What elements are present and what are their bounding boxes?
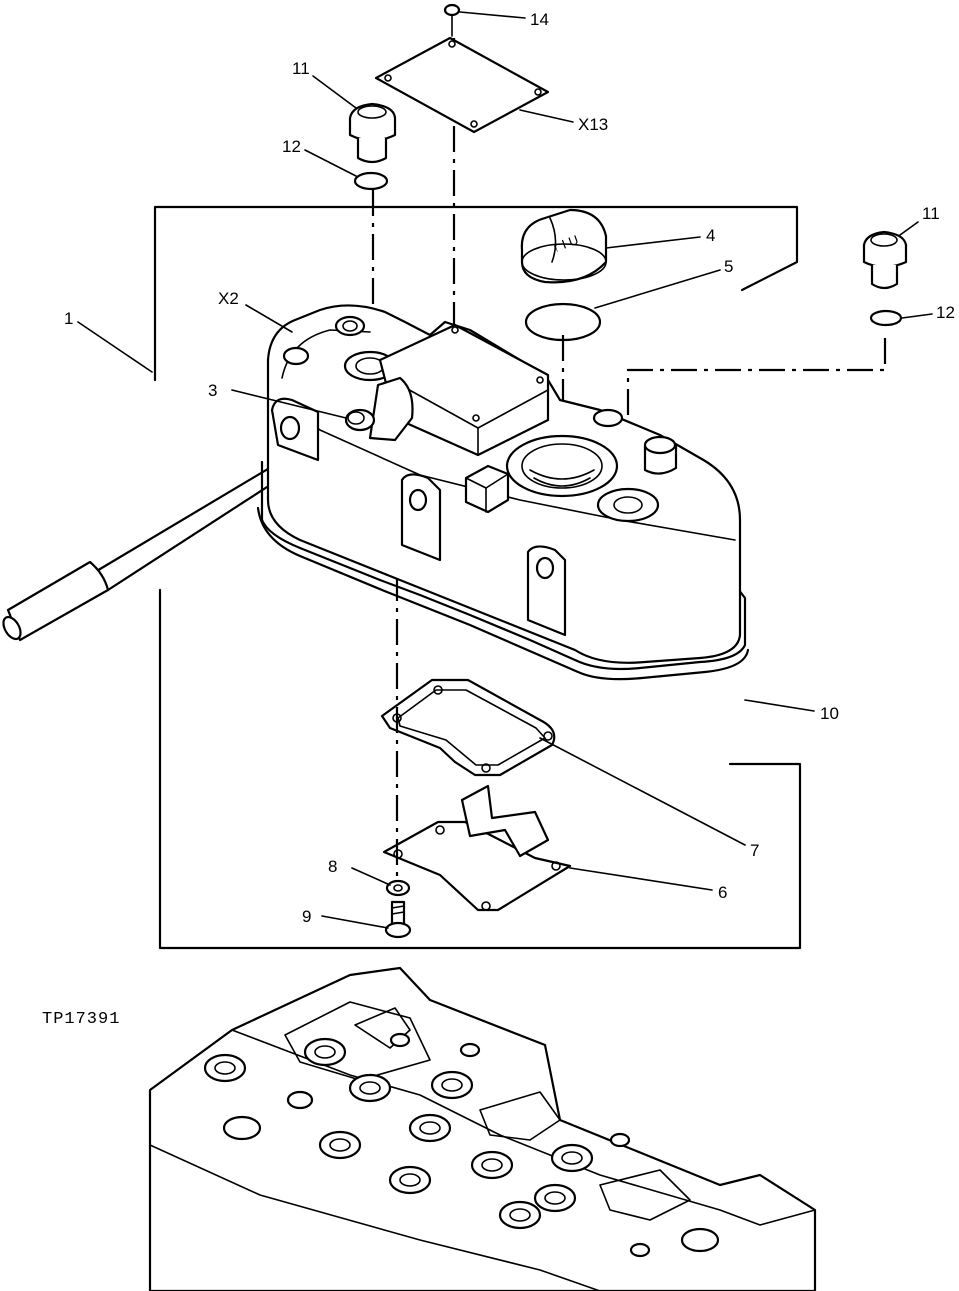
o-ring-5 bbox=[524, 302, 602, 342]
leader-lines bbox=[77, 11, 933, 929]
callout-5: 5 bbox=[724, 257, 733, 276]
figure-id: TP17391 bbox=[42, 1010, 120, 1029]
filler-cap: ↑ I U bbox=[520, 208, 608, 284]
callout-3: 3 bbox=[208, 381, 217, 400]
callout-14: 14 bbox=[530, 10, 549, 29]
rocker-cover bbox=[256, 304, 750, 681]
cylinder-head bbox=[148, 966, 817, 1291]
washer-8 bbox=[385, 879, 411, 897]
callout-8: 8 bbox=[328, 857, 337, 876]
cover-plate-x13 bbox=[374, 3, 550, 134]
cap-screw-11-right bbox=[862, 230, 908, 290]
callout-12-left: 12 bbox=[282, 137, 301, 156]
callout-6: 6 bbox=[718, 883, 727, 902]
gasket-7 bbox=[380, 678, 556, 777]
callout-4: 4 bbox=[706, 226, 715, 245]
washer-12-right bbox=[869, 309, 903, 327]
callouts: 1 3 4 5 6 7 8 9 10 11 11 12 12 14 X2 X13 bbox=[64, 10, 955, 926]
breather-tube bbox=[2, 418, 357, 642]
washer-12-left bbox=[353, 171, 389, 191]
callout-x2: X2 bbox=[218, 289, 239, 308]
assembly-frame bbox=[153, 205, 802, 950]
callout-x13: X13 bbox=[578, 115, 608, 134]
callout-11-left: 11 bbox=[292, 59, 310, 78]
callout-1: 1 bbox=[64, 309, 73, 328]
head-ports bbox=[203, 1032, 720, 1258]
screw-9 bbox=[384, 900, 412, 939]
cap-screw-11-left bbox=[348, 102, 397, 164]
callout-10: 10 bbox=[820, 704, 839, 723]
callout-9: 9 bbox=[302, 907, 311, 926]
callout-11-right: 11 bbox=[922, 204, 940, 223]
baffle-plate-6 bbox=[382, 784, 572, 912]
callout-7: 7 bbox=[750, 841, 759, 860]
callout-12-right: 12 bbox=[936, 303, 955, 322]
